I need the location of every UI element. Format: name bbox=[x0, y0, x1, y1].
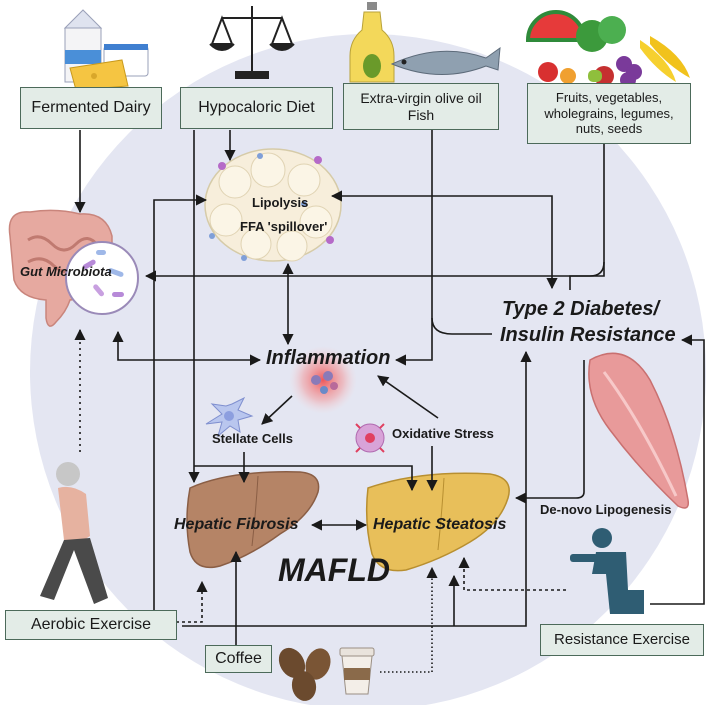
oxidative-stress-icon bbox=[355, 423, 385, 453]
ffa-spillover-label: FFA 'spillover' bbox=[240, 219, 328, 234]
inflammation-label: Inflammation bbox=[266, 347, 391, 369]
stellate-cells-label: Stellate Cells bbox=[212, 431, 293, 446]
fruits-vegetables-icon bbox=[525, 10, 690, 88]
lipolysis-label: Lipolysis bbox=[252, 195, 309, 210]
t2d-label-line2: Insulin Resistance bbox=[500, 324, 676, 346]
coffee-box: Coffee bbox=[205, 645, 272, 673]
fermented-dairy-label: Fermented Dairy bbox=[31, 99, 151, 117]
fruits-label-line1: Fruits, vegetables, bbox=[555, 90, 663, 106]
gut-microbiota-label: Gut Microbiota bbox=[20, 264, 112, 279]
hypocaloric-diet-box: Hypocaloric Diet bbox=[180, 87, 333, 129]
muscle-icon bbox=[588, 352, 690, 509]
adipose-tissue-icon bbox=[204, 148, 342, 262]
resistance-exercise-box: Resistance Exercise bbox=[540, 624, 704, 656]
oxidative-stress-label: Oxidative Stress bbox=[392, 426, 494, 441]
t2d-label-line1: Type 2 Diabetes/ bbox=[502, 298, 660, 320]
microbiota-magnifier-icon bbox=[65, 241, 139, 315]
coffee-label: Coffee bbox=[215, 650, 262, 668]
hepatic-steatosis-label: Hepatic Steatosis bbox=[373, 516, 507, 533]
fruits-vegetables-box: Fruits, vegetables, wholegrains, legumes… bbox=[527, 83, 691, 144]
aerobic-exercise-label: Aerobic Exercise bbox=[30, 616, 152, 634]
dairy-icon bbox=[63, 9, 149, 91]
de-novo-lipogenesis-label: De-novo Lipogenesis bbox=[540, 502, 672, 517]
fish-label: Fish bbox=[407, 106, 435, 123]
inflammation-glow-icon bbox=[289, 346, 357, 414]
fruits-label-line2: wholegrains, legumes, bbox=[544, 105, 674, 121]
fish-icon bbox=[390, 46, 501, 75]
stellate-cell-icon bbox=[205, 396, 254, 438]
olive-oil-label: Extra-virgin olive oil bbox=[360, 89, 482, 106]
walking-person-icon bbox=[40, 462, 108, 604]
arrows bbox=[74, 130, 705, 673]
olive-oil-fish-box: Extra-virgin olive oil Fish bbox=[343, 83, 499, 130]
aerobic-exercise-box: Aerobic Exercise bbox=[5, 610, 177, 640]
squat-person-icon bbox=[570, 528, 644, 614]
olive-oil-icon bbox=[349, 2, 395, 83]
fermented-dairy-box: Fermented Dairy bbox=[20, 87, 162, 129]
fruits-label-line3: nuts, seeds bbox=[575, 121, 643, 137]
liver-fibrosis-icon bbox=[186, 471, 320, 569]
mafld-label: MAFLD bbox=[278, 552, 390, 588]
scale-icon bbox=[209, 6, 295, 79]
hepatic-fibrosis-label: Hepatic Fibrosis bbox=[174, 516, 299, 533]
coffee-beans-icon bbox=[278, 647, 331, 701]
resistance-exercise-label: Resistance Exercise bbox=[554, 631, 690, 648]
liver-steatosis-icon bbox=[365, 472, 510, 572]
coffee-cup-icon bbox=[339, 647, 375, 695]
hypocaloric-diet-label: Hypocaloric Diet bbox=[198, 99, 315, 117]
